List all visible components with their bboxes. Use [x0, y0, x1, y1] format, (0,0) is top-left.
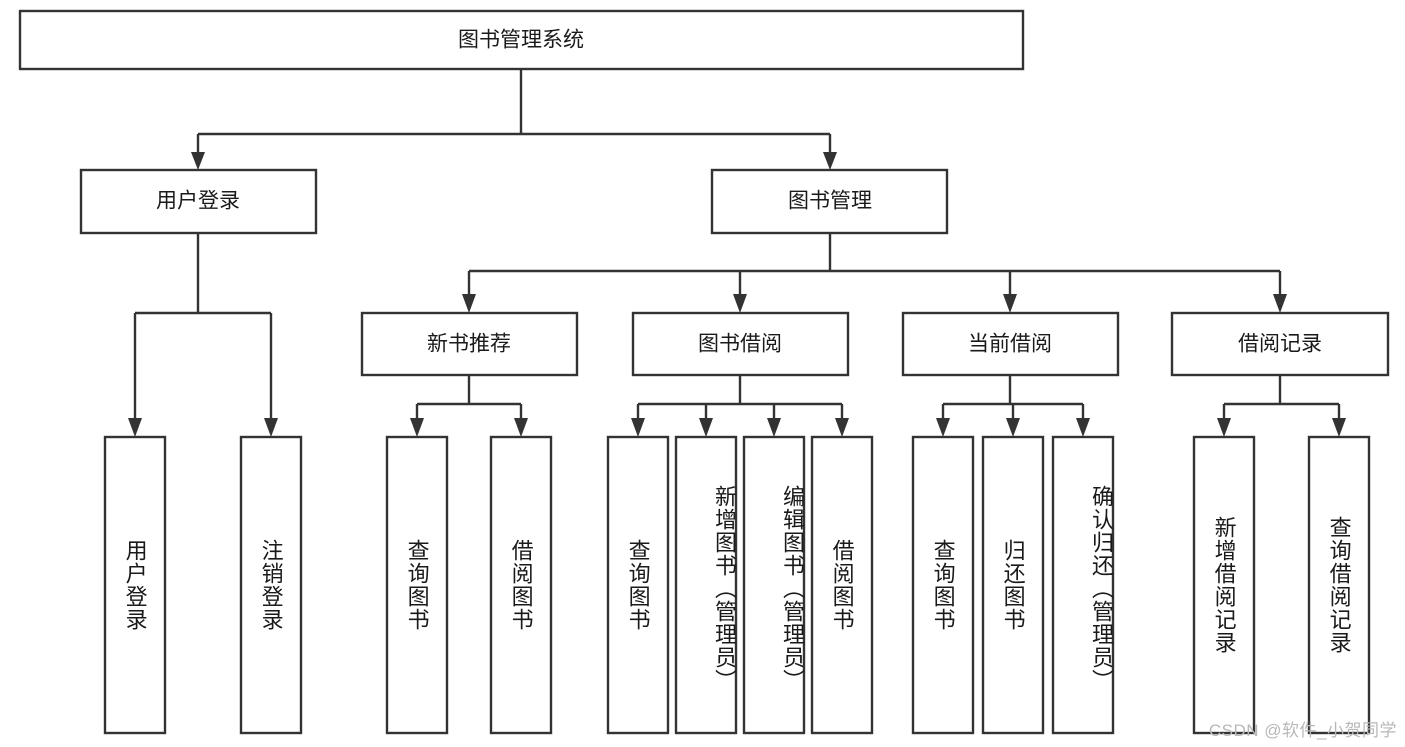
connector-bookborrow-to-leaves: [631, 375, 849, 437]
connector-borrowrecord-to-leaves: [1217, 375, 1346, 437]
node-book-borrow[interactable]: 图书借阅: [631, 311, 850, 377]
node-current-borrow-label: 当前借阅: [968, 333, 1052, 356]
leaf-box-current-borrow-1[interactable]: [981, 435, 1045, 735]
node-borrow-record[interactable]: 借阅记录: [1170, 311, 1390, 377]
connector-userlogin-to-leaves: [128, 233, 278, 437]
connector-currentborrow-to-leaves: [936, 375, 1090, 437]
connector-newbook-to-leaves: [410, 375, 528, 437]
leaf-box-book-borrow-0[interactable]: [606, 435, 670, 735]
node-user-login-label: 用户登录: [156, 190, 240, 213]
leaf-box-user-login-1[interactable]: [239, 435, 303, 735]
leaf-box-user-login-0[interactable]: [103, 435, 167, 735]
leaf-box-current-borrow-0[interactable]: [911, 435, 975, 735]
node-new-book-recommend[interactable]: 新书推荐: [360, 311, 579, 377]
node-book-management-label: 图书管理: [788, 190, 872, 213]
leaf-box-borrow-record-0[interactable]: [1192, 435, 1256, 735]
connector-root-to-level2: [191, 69, 837, 170]
node-root[interactable]: 图书管理系统: [18, 9, 1025, 71]
csdn-watermark: CSDN @软件_小贺同学: [1208, 721, 1397, 740]
node-book-borrow-label: 图书借阅: [698, 333, 782, 356]
connector-bookmgmt-to-level3: [462, 233, 1287, 313]
node-book-management[interactable]: 图书管理: [710, 168, 949, 235]
leaf-box-new-book-0[interactable]: [385, 435, 449, 735]
leaf-box-new-book-1[interactable]: [489, 435, 553, 735]
node-current-borrow[interactable]: 当前借阅: [901, 311, 1120, 377]
node-root-label: 图书管理系统: [458, 29, 584, 52]
leaf-box-borrow-record-1[interactable]: [1307, 435, 1371, 735]
leaf-box-book-borrow-1[interactable]: [674, 435, 738, 735]
leaf-box-book-borrow-3[interactable]: [810, 435, 874, 735]
leaf-box-book-borrow-2[interactable]: [742, 435, 806, 735]
node-borrow-record-label: 借阅记录: [1238, 333, 1322, 356]
node-user-login[interactable]: 用户登录: [79, 168, 318, 235]
leaf-box-current-borrow-2[interactable]: [1051, 435, 1115, 735]
node-new-book-recommend-label: 新书推荐: [427, 333, 511, 356]
